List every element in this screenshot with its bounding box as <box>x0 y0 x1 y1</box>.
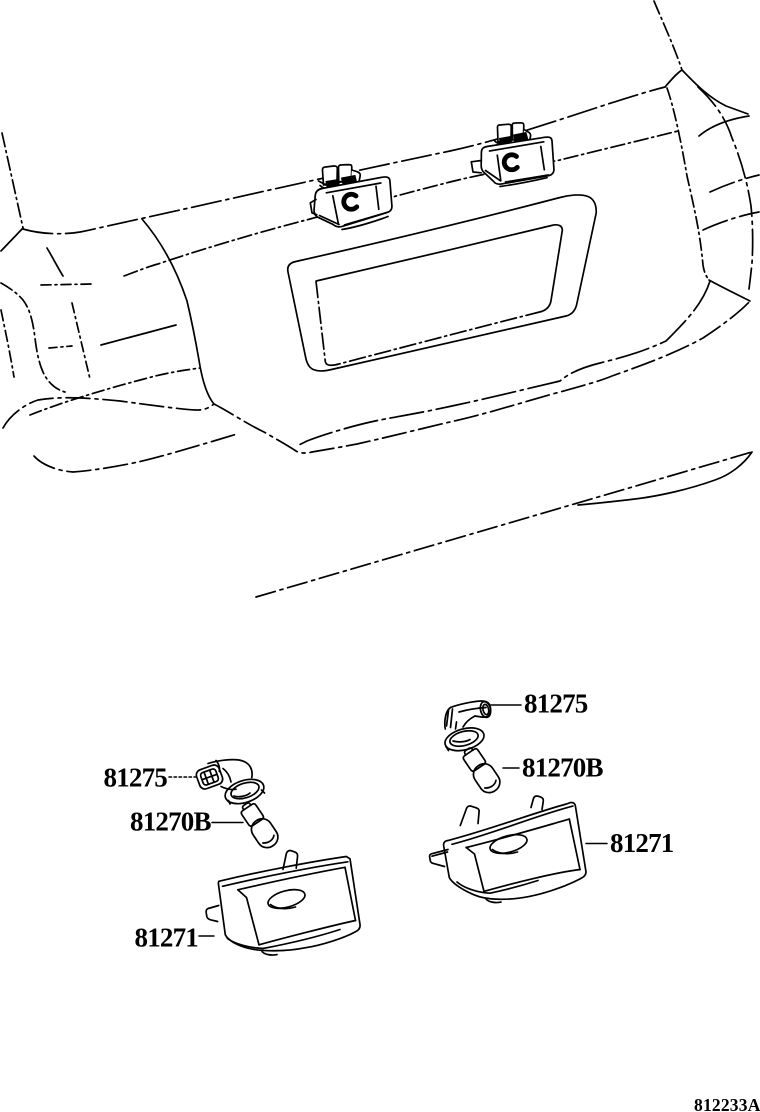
svg-text:81271: 81271 <box>610 828 674 858</box>
svg-text:812233A: 812233A <box>694 1095 760 1112</box>
svg-text:81275: 81275 <box>524 689 588 719</box>
svg-text:81271: 81271 <box>135 923 199 953</box>
svg-text:81275: 81275 <box>104 763 168 793</box>
svg-text:81270B: 81270B <box>130 807 212 837</box>
svg-text:81270B: 81270B <box>522 752 604 782</box>
